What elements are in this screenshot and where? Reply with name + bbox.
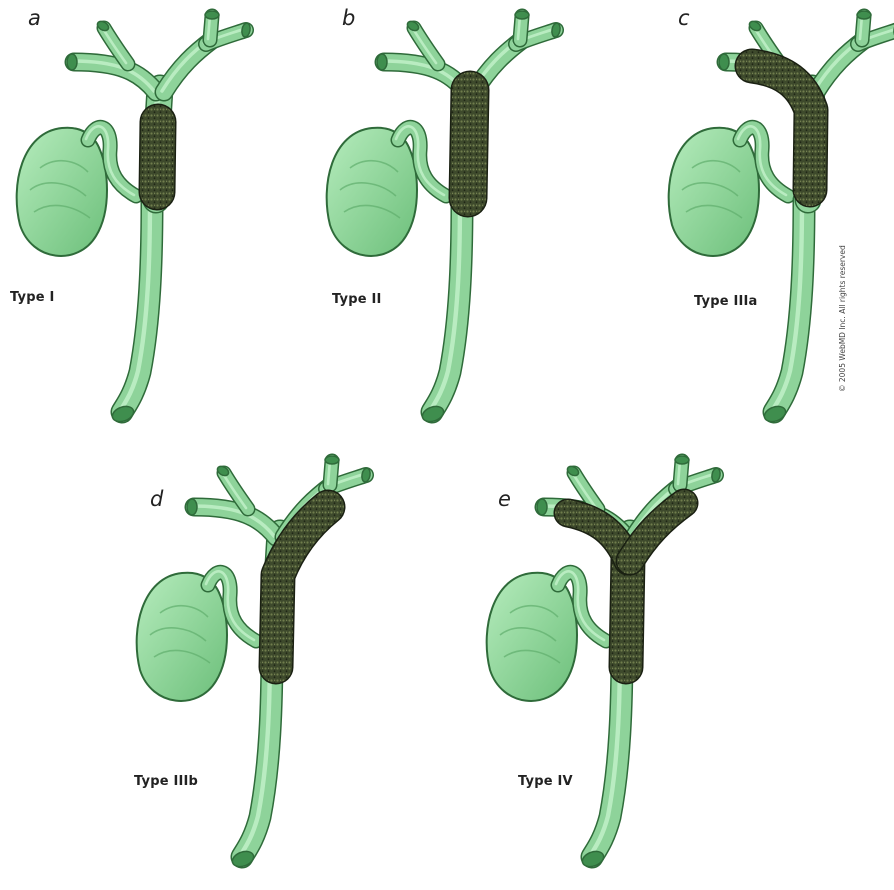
left-duct-end <box>537 499 547 515</box>
tumor-mass <box>157 122 158 192</box>
panel-d: d Type IIIb <box>120 445 420 885</box>
biliary-tree-diagram-a <box>0 0 300 440</box>
right-superior-end <box>515 11 529 19</box>
type-label: Type II <box>332 292 382 307</box>
panel-b: b Type II <box>310 0 610 440</box>
left-duct-end <box>719 54 729 70</box>
panel-letter: b <box>342 6 355 30</box>
left-duct-end <box>67 54 77 70</box>
biliary-tree-diagram-e <box>470 445 770 885</box>
panel-letter: a <box>28 6 41 30</box>
biliary-tree-diagram-b <box>310 0 610 440</box>
panel-a: a Type I <box>0 0 300 440</box>
panel-c: c Type IIIa <box>652 0 894 440</box>
gallbladder <box>17 128 107 256</box>
left-duct-end <box>187 499 197 515</box>
copyright-notice: © 2005 WebMD Inc. All rights reserved <box>838 245 847 392</box>
biliary-tree <box>327 11 561 424</box>
biliary-tree <box>487 456 721 869</box>
biliary-tree <box>669 11 894 424</box>
gallbladder <box>669 128 759 256</box>
panel-letter: d <box>150 487 163 511</box>
type-label: Type IIIa <box>694 294 758 309</box>
right-superior-end <box>325 456 339 464</box>
right-superior-end <box>205 11 219 19</box>
type-label: Type IIIb <box>134 774 198 789</box>
type-label: Type IV <box>518 774 573 789</box>
biliary-tree-diagram-c <box>652 0 894 440</box>
tumor-mass <box>276 507 328 667</box>
left-duct-end <box>377 54 387 70</box>
type-label: Type I <box>10 290 55 305</box>
biliary-tree <box>17 11 251 424</box>
tumor-mass <box>468 90 470 198</box>
tumor-mass-right <box>630 503 684 561</box>
panel-e: e Type IV <box>470 445 770 885</box>
biliary-tree-diagram-d <box>120 445 420 885</box>
panel-letter: e <box>498 487 511 511</box>
panel-letter: c <box>678 6 690 30</box>
right-superior-end <box>675 456 689 464</box>
gallbladder <box>137 573 227 701</box>
right-superior-end <box>857 11 871 19</box>
gallbladder <box>487 573 577 701</box>
gallbladder <box>327 128 417 256</box>
biliary-tree <box>137 456 371 869</box>
